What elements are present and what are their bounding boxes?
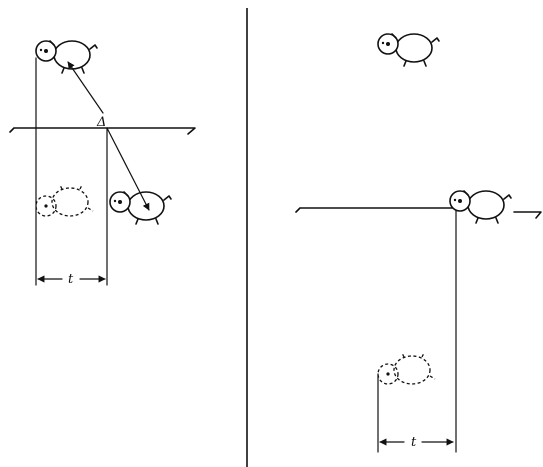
left-displacement-label: t [68,272,74,287]
right-top-pig-icon [377,33,440,67]
left-real-pig-icon [35,40,98,74]
right-panel: t [295,33,542,453]
left-incident-ray [67,61,104,114]
right-displacement-label: t [411,435,417,450]
right-shifted-pig-icon [449,190,512,224]
left-prism-line [9,127,196,135]
right-ghost-pig-icon [377,352,436,385]
left-ghost-pig-icon [35,184,94,217]
prism-label: Δ [96,115,106,130]
left-refracted-ray [106,127,150,211]
right-mirror-line [295,207,457,213]
right-mirror-line-tail [513,211,542,219]
left-shifted-pig-icon [109,191,172,225]
left-panel: Δ t [9,40,196,287]
